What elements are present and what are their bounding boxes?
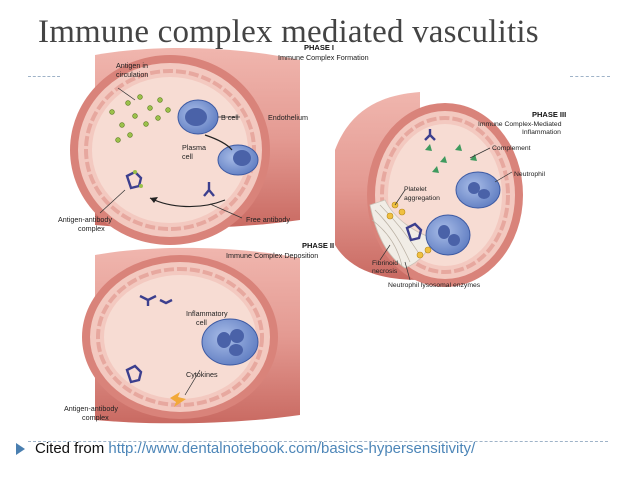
- label-complex-2: complex: [78, 224, 105, 233]
- label-b-cell: B cell: [221, 113, 239, 122]
- bullet-arrow-icon: [16, 443, 25, 456]
- antibody-free: [203, 182, 215, 197]
- b-cell: [177, 99, 219, 135]
- citation-prefix: Cited from: [35, 440, 105, 457]
- phase3-vessel: [335, 92, 523, 287]
- label-neutrophil: Neutrophil: [514, 171, 545, 178]
- label-fibrinoid-1: Fibrinoid: [372, 260, 398, 267]
- label-complex-1: Antigen-antibody: [58, 215, 112, 224]
- label-lysosomal-enzymes: Neutrophil lysosomal enzymes: [388, 282, 481, 289]
- leader-lines: [99, 87, 513, 396]
- citation-link[interactable]: http://www.dentalnotebook.com/basics-hyp…: [108, 440, 476, 457]
- divider-right: [570, 76, 610, 77]
- phase3-sub-1: Immune Complex-Mediated: [478, 121, 562, 128]
- slide-title: Immune complex mediated vasculitis: [38, 14, 539, 50]
- phase3-complexes: [405, 129, 436, 242]
- antigen-antibody-complex: [125, 170, 143, 190]
- phase1-subheading: Immune Complex Formation: [278, 53, 369, 62]
- label-antigen-1: Antigen in: [116, 61, 148, 70]
- neutrophil-upper: [455, 171, 501, 209]
- label-plasma-1: Plasma: [182, 143, 206, 152]
- antigen-particles: [109, 94, 171, 143]
- label-complex2-2: complex: [82, 413, 109, 422]
- label-cytokines: Cytokines: [186, 370, 218, 379]
- label-plasma-2: cell: [182, 152, 193, 161]
- phase2-subheading: Immune Complex Deposition: [226, 251, 318, 260]
- inflammatory-cell: [201, 318, 259, 366]
- label-complex2-1: Antigen-antibody: [64, 404, 118, 413]
- phase2-heading: PHASE II: [302, 241, 334, 250]
- phase3-sub-2: Inflammation: [522, 129, 561, 136]
- label-complement: Complement: [492, 145, 531, 152]
- label-inflammatory-2: cell: [196, 318, 207, 327]
- label-platelet-1: Platelet: [404, 186, 427, 193]
- label-endothelium: Endothelium: [268, 113, 308, 122]
- label-antigen-2: circulation: [116, 70, 148, 79]
- phase2-vessel: [82, 247, 300, 424]
- cytokine-arrow: [170, 392, 186, 407]
- phase1-vessel: [70, 48, 300, 245]
- label-platelet-2: aggregation: [404, 195, 440, 202]
- plasma-cell: [217, 144, 259, 176]
- label-fibrinoid-2: necrosis: [372, 268, 398, 275]
- label-inflammatory-1: Inflammatory: [186, 309, 228, 318]
- divider-bottom: [28, 441, 608, 442]
- citation: Cited from http://www.dentalnotebook.com…: [16, 440, 475, 457]
- phase1-heading: PHASE I: [304, 43, 334, 52]
- neutrophil-lower: [425, 214, 471, 256]
- label-free-antibody: Free antibody: [246, 215, 290, 224]
- divider-left: [28, 76, 60, 77]
- deposited-complexes: [125, 294, 173, 384]
- phase3-heading: PHASE III: [532, 110, 566, 119]
